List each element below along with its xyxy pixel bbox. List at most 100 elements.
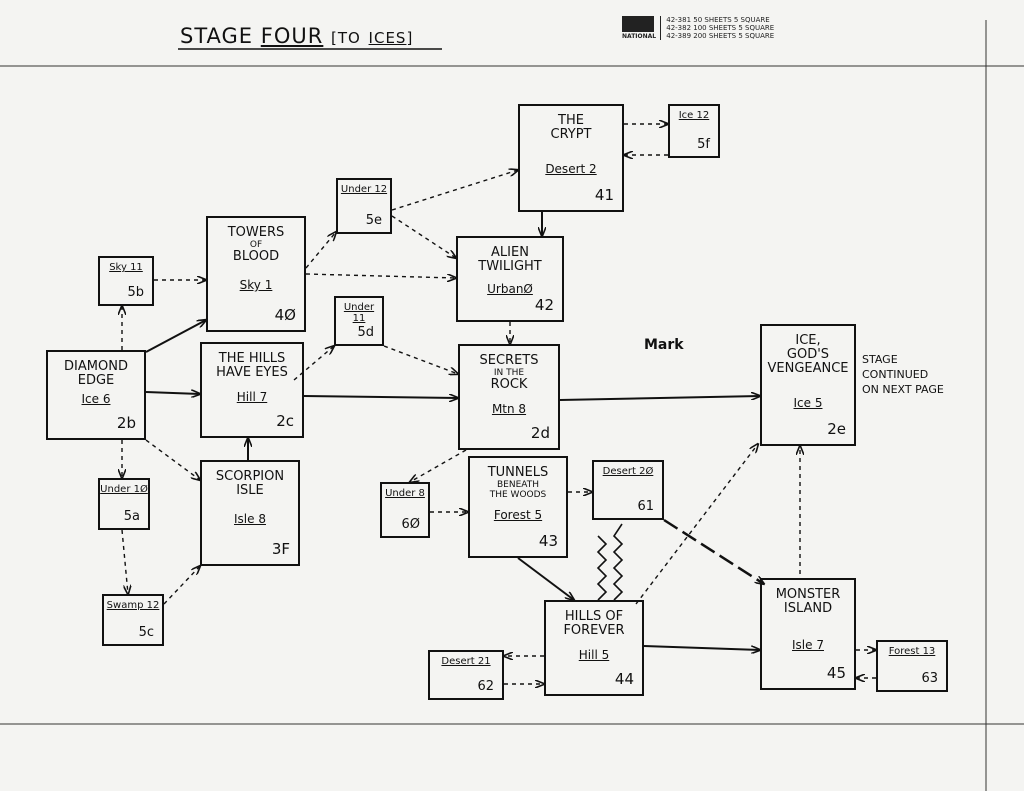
node-title-line: SCORPION — [215, 469, 285, 484]
node-zone: Isle 8 — [234, 512, 266, 526]
node-number: 2b — [116, 414, 136, 432]
node-number: 5e — [365, 213, 382, 228]
node-number: 5d — [357, 325, 374, 340]
node-zone: Isle 7 — [792, 638, 824, 652]
node-zone: Under 8 — [385, 488, 425, 499]
node-title-line: THE HILLS — [218, 351, 286, 366]
node-title-line: ICE, — [795, 333, 821, 348]
edge-under11-secrets — [383, 345, 458, 374]
edge-diamond-scorpion — [145, 439, 200, 480]
node-title-line: THE WOODS — [489, 490, 547, 500]
node-number: 44 — [614, 670, 634, 688]
node-number: 5c — [138, 625, 154, 640]
node-zone: Mtn 8 — [491, 402, 527, 416]
node-title-line: CRYPT — [550, 127, 592, 142]
title-stage-word: FOUR — [260, 24, 324, 48]
node-title-line: ISLAND — [783, 601, 833, 616]
node-zone: UrbanØ — [487, 282, 533, 296]
mark-annotation: Mark — [644, 337, 684, 353]
edge-tunnels-hillsforever — [517, 557, 574, 600]
edge-secrets-icegods — [559, 396, 760, 401]
node-under-11: Under 11 5d — [334, 296, 384, 346]
node-title-line: HAVE EYES — [216, 365, 288, 380]
node-swamp-12: Swamp 12 5c — [102, 594, 164, 646]
title-bracket-open: [TO — [331, 29, 361, 47]
node-title-line: HILLS OF — [564, 609, 624, 624]
node-title-line: EDGE — [77, 373, 115, 388]
note-line-1: STAGE — [862, 353, 898, 366]
node-number: 61 — [637, 499, 654, 514]
node-title-line: ROCK — [490, 377, 528, 392]
node-zone: Ice 5 — [793, 396, 823, 410]
stamp-line-1: 42-381 50 SHEETS 5 SQUARE — [666, 16, 770, 24]
node-sky-11: Sky 11 5b — [98, 256, 154, 306]
stage-continued-note: STAGE CONTINUED ON NEXT PAGE — [862, 352, 944, 397]
node-zone: Forest 13 — [888, 646, 936, 657]
node-title-line: BENEATH — [496, 480, 539, 490]
node-number: 45 — [826, 664, 846, 682]
national-logo-icon — [622, 16, 654, 32]
edge-hillseyes-under11 — [293, 346, 334, 381]
node-under-8: Under 8 6Ø — [380, 482, 430, 538]
note-line-2: CONTINUED — [862, 368, 929, 381]
zigzag-connector — [596, 523, 624, 601]
node-zone: Under 12 — [340, 184, 388, 195]
edge-towers-under12 — [305, 232, 336, 269]
node-desert-20: Desert 2Ø 61 — [592, 460, 664, 520]
node-number: 62 — [477, 679, 494, 694]
node-title-line: FOREVER — [563, 623, 625, 638]
paper-brand-stamp: 42-381 50 SHEETS 5 SQUARE 42-382 100 SHE… — [622, 16, 774, 40]
title-bracket-target: ICES — [368, 29, 407, 47]
node-number: 6Ø — [401, 517, 420, 532]
edge-towers-alien — [305, 273, 456, 278]
node-forest-13: Forest 13 63 — [876, 640, 948, 692]
node-title-line: OF — [249, 240, 263, 250]
node-number: 3F — [271, 540, 290, 558]
node-title-line: TOWERS — [227, 225, 285, 240]
edge-hillsforever-icegods — [635, 444, 758, 605]
node-zone: Sky 11 — [109, 262, 143, 273]
node-zone: Desert 2Ø — [602, 466, 654, 477]
node-desert-21: Desert 21 62 — [428, 650, 504, 700]
node-zone: Ice 6 — [81, 392, 111, 406]
edge-secrets-under8 — [410, 449, 467, 482]
node-title-line: THE — [558, 113, 584, 128]
edge-desert20-monster — [663, 518, 764, 584]
node-zone: Under 11 — [343, 302, 375, 324]
node-zone: Forest 5 — [493, 508, 543, 522]
node-zone: Desert 21 — [441, 656, 491, 667]
node-number: 5a — [123, 509, 140, 524]
node-ice-12: Ice 12 5f — [668, 104, 720, 158]
stamp-line-2: 42-382 100 SHEETS 5 SQUARE — [666, 24, 775, 32]
stamp-line-3: 42-389 200 SHEETS 5 SQUARE — [666, 32, 775, 40]
node-number: 5b — [127, 285, 144, 300]
node-under-12: Under 12 5e — [336, 178, 392, 234]
node-zone: Hill 5 — [578, 648, 610, 662]
stage-title: STAGE FOUR [TO ICES] — [180, 24, 413, 48]
edge-swamp12-scorpion — [163, 566, 200, 605]
edge-hillsforever-monster — [643, 645, 760, 650]
node-title-line: IN THE — [493, 368, 525, 378]
edge-diamond-hillseyes — [145, 392, 200, 394]
node-title-line: VENGEANCE — [767, 361, 849, 376]
node-title-line: DIAMOND — [64, 359, 128, 374]
node-title-line: SECRETS — [479, 353, 539, 368]
node-number: 43 — [538, 532, 558, 550]
node-title-line: ALIEN — [491, 245, 529, 260]
stamp-brand: NATIONAL — [622, 33, 657, 40]
node-number: 5f — [697, 137, 710, 152]
node-zone: Ice 12 — [678, 110, 710, 121]
edge-under12-alien — [391, 215, 456, 258]
node-number: 42 — [534, 296, 554, 314]
title-bracket-close: ] — [406, 29, 414, 47]
node-zone: Swamp 12 — [106, 600, 160, 611]
